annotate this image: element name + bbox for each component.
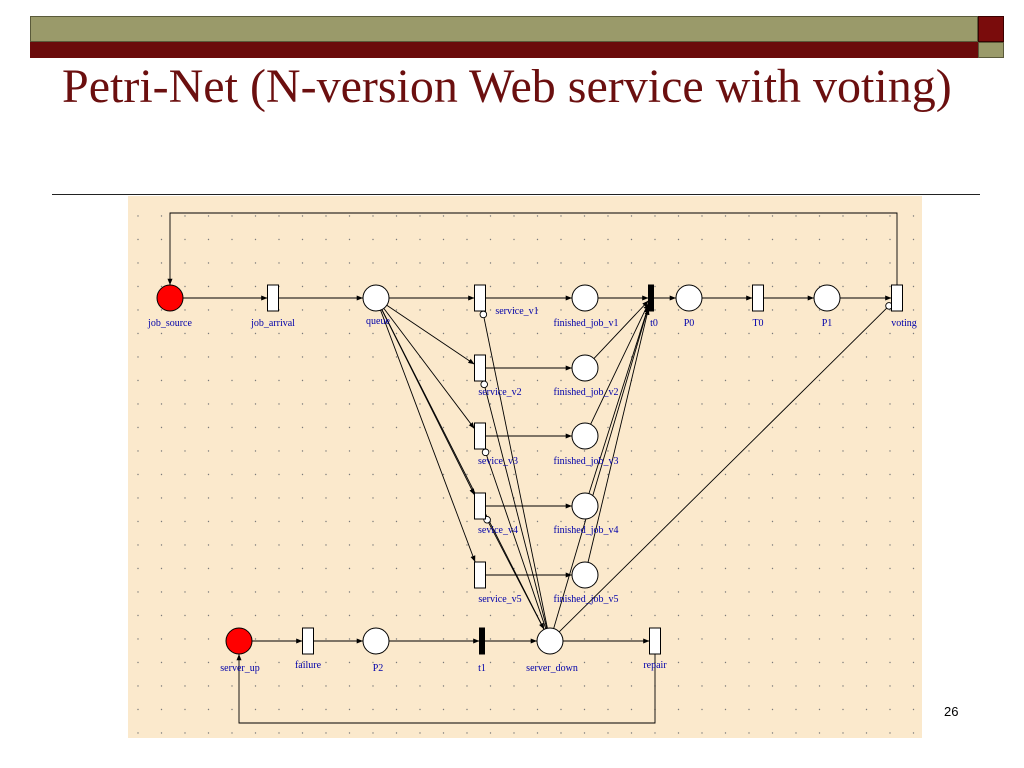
label-server_down: server_down xyxy=(526,663,578,674)
transition-service_v1 xyxy=(474,284,486,312)
place-server_down xyxy=(536,627,564,655)
arc xyxy=(590,303,649,425)
transition-failure xyxy=(302,627,314,655)
inhibitor-arc-head xyxy=(481,448,490,457)
place-server_up xyxy=(225,627,253,655)
label-t0: t0 xyxy=(650,318,658,329)
arc xyxy=(593,300,649,359)
grid-dots xyxy=(137,215,915,734)
label-service_v2: service_v2 xyxy=(478,387,521,398)
place-finished_job_v3 xyxy=(571,422,599,450)
header-band-olive xyxy=(30,16,978,42)
arc xyxy=(383,308,475,429)
place-job_source xyxy=(156,284,184,312)
arc xyxy=(553,306,650,629)
page-number: 26 xyxy=(944,704,959,719)
label-repair: repair xyxy=(643,660,667,671)
petri-net-canvas: job_source queue finished_job_v1 finished_j… xyxy=(137,212,917,734)
place-P2 xyxy=(362,627,390,655)
title-rule xyxy=(52,194,980,195)
label-finished_job_v2: finished_job_v2 xyxy=(554,387,619,398)
place-finished_job_v2 xyxy=(571,354,599,382)
arc xyxy=(587,308,650,563)
transition-t0 xyxy=(648,284,654,312)
inhibitor-arc xyxy=(488,522,545,630)
corner-square-red xyxy=(978,16,1004,42)
label-finished_job_v4: finished_job_v4 xyxy=(554,525,619,536)
label-queue: queue xyxy=(366,316,390,327)
label-service_v4: sevice_v4 xyxy=(478,525,518,536)
inhibitor-arc-head xyxy=(479,310,488,319)
transition-job_arrival xyxy=(267,284,279,312)
inhibitor-arc xyxy=(484,387,548,629)
label-T0: T0 xyxy=(752,318,763,329)
place-P0 xyxy=(675,284,703,312)
place-finished_job_v4 xyxy=(571,492,599,520)
label-failure: failure xyxy=(295,660,322,671)
label-P1: P1 xyxy=(822,318,833,329)
inhibitor-arc xyxy=(486,455,547,629)
label-job_arrival: job_arrival xyxy=(250,318,295,329)
arc xyxy=(588,305,649,494)
arc xyxy=(236,654,656,724)
label-finished_job_v1: finished_job_v1 xyxy=(554,318,619,329)
label-voting: voting xyxy=(891,318,917,329)
transition-service_v3 xyxy=(474,422,486,450)
label-t1: t1 xyxy=(478,663,486,674)
arc xyxy=(381,309,545,630)
label-service_v3: sevice_v3 xyxy=(478,456,518,467)
header-band-red xyxy=(30,42,978,58)
node-labels: job_source queue finished_job_v1 finished_j… xyxy=(147,306,917,674)
arcs xyxy=(167,212,898,724)
label-finished_job_v5: finished_job_v5 xyxy=(554,594,619,605)
arc xyxy=(380,310,476,563)
label-job_source: job_source xyxy=(147,318,192,329)
transition-service_v2 xyxy=(474,354,486,382)
inhibitor-arc xyxy=(483,317,548,629)
transition-service_v4 xyxy=(474,492,486,520)
label-server_up: server_up xyxy=(220,663,259,674)
label-service_v1: service_v1 xyxy=(495,306,538,317)
arc xyxy=(386,304,475,365)
place-finished_job_v5 xyxy=(571,561,599,589)
nodes xyxy=(156,284,903,655)
arc xyxy=(167,212,898,285)
transition-service_v5 xyxy=(474,561,486,589)
place-P1 xyxy=(813,284,841,312)
label-service_v5: service_v5 xyxy=(478,594,521,605)
transition-T0 xyxy=(752,284,764,312)
slide-title: Petri-Net (N-version Web service with vo… xyxy=(62,60,952,113)
corner-square-olive xyxy=(978,42,1004,58)
label-finished_job_v3: finished_job_v3 xyxy=(554,456,619,467)
place-finished_job_v1 xyxy=(571,284,599,312)
transition-repair xyxy=(649,627,661,655)
place-queue xyxy=(362,284,390,312)
inhibitor-arc xyxy=(558,308,887,633)
transition-voting xyxy=(891,284,903,312)
label-P2: P2 xyxy=(373,663,384,674)
petri-net-diagram: job_source queue finished_job_v1 finished_j… xyxy=(128,196,922,738)
transition-t1 xyxy=(479,627,485,655)
label-P0: P0 xyxy=(684,318,695,329)
